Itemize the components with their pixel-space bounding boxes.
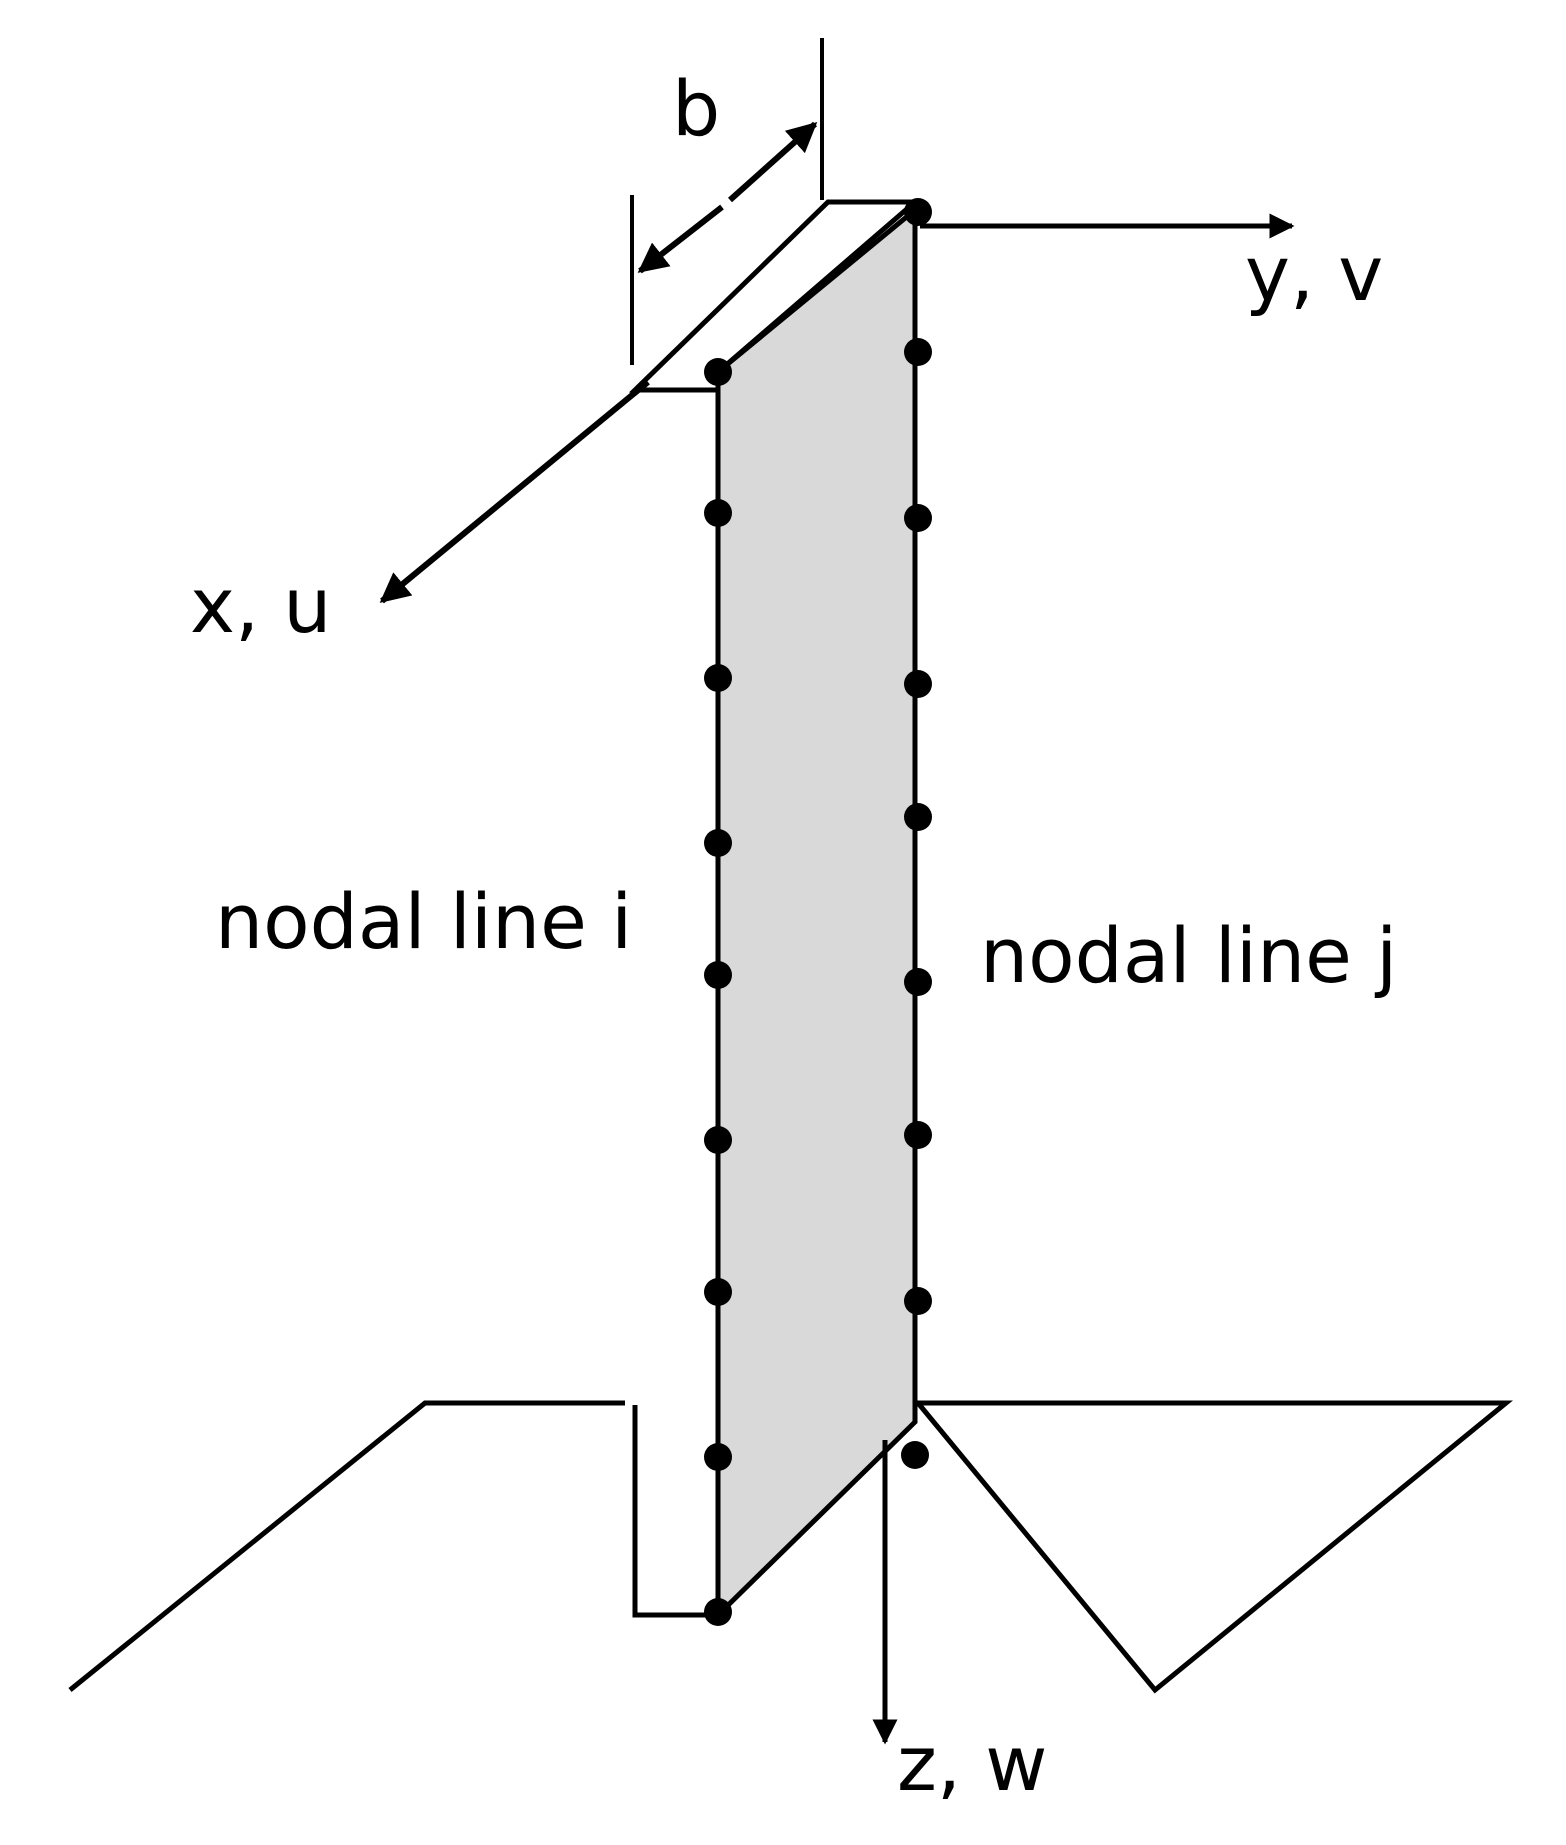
nodal-points-line-i bbox=[704, 358, 732, 1626]
x-axis-label: x, u bbox=[190, 561, 331, 650]
dimension-arrow-b-2 bbox=[728, 121, 818, 203]
node-i bbox=[704, 1278, 732, 1306]
node-i bbox=[704, 358, 732, 386]
node-i bbox=[704, 961, 732, 989]
plate-top-face bbox=[628, 199, 922, 393]
plate-side-face bbox=[632, 387, 721, 1618]
node-j bbox=[904, 198, 932, 226]
strip-face bbox=[715, 204, 918, 1621]
x-axis-arrow bbox=[379, 379, 650, 604]
node-i bbox=[704, 1598, 732, 1626]
node-i bbox=[704, 1443, 732, 1471]
dimension-arrow-b bbox=[637, 204, 724, 274]
width-label: b bbox=[672, 64, 720, 153]
z-axis-label: z, w bbox=[897, 1719, 1047, 1808]
node-i bbox=[704, 1126, 732, 1154]
node-j bbox=[904, 1121, 932, 1149]
node-j bbox=[904, 968, 932, 996]
y-axis-label: y, v bbox=[1245, 229, 1383, 318]
node-j bbox=[904, 670, 932, 698]
node-j bbox=[904, 1287, 932, 1315]
nodal-line-j-label: nodal line j bbox=[980, 911, 1397, 1000]
node-j bbox=[904, 338, 932, 366]
node-i bbox=[704, 499, 732, 527]
base-plane bbox=[68, 1400, 1514, 1694]
node-j bbox=[901, 1441, 929, 1469]
nodal-points-line-j bbox=[901, 198, 932, 1469]
node-j bbox=[904, 504, 932, 532]
node-j bbox=[904, 803, 932, 831]
node-i bbox=[704, 664, 732, 692]
nodal-line-i-label: nodal line i bbox=[215, 877, 632, 966]
node-i bbox=[704, 829, 732, 857]
